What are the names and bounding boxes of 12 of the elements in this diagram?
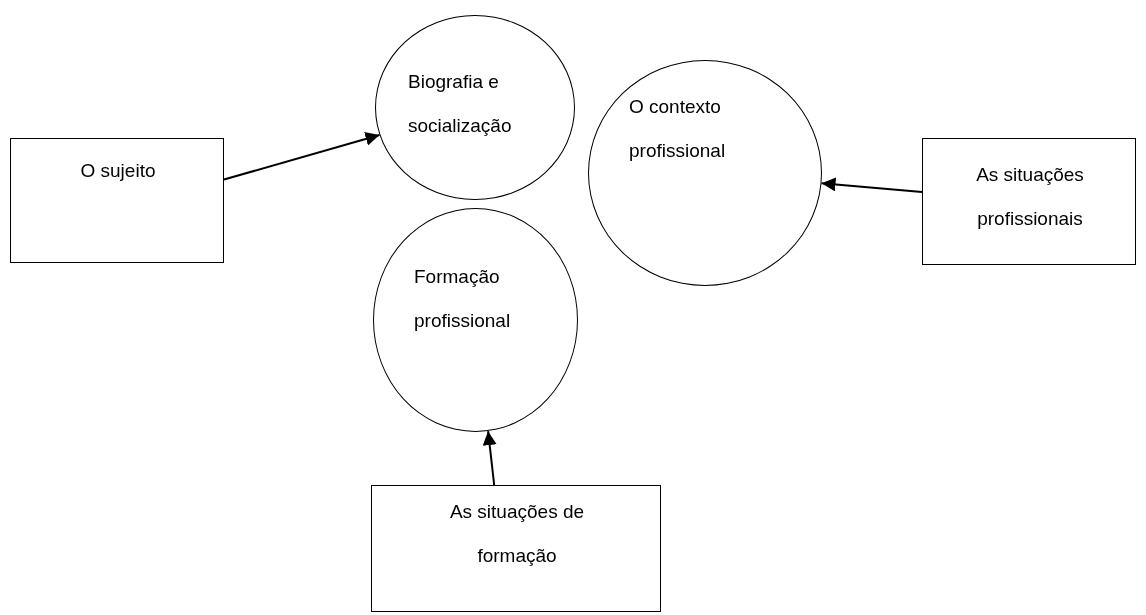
node-label: O contexto profissional: [629, 95, 727, 163]
arrow: [482, 430, 497, 486]
process-box: [10, 138, 224, 263]
node-label: Biografia e socialização: [408, 70, 513, 138]
node-label: As situações de formação: [448, 500, 586, 568]
node-label: O sujeito: [79, 159, 157, 183]
node-label: As situações profissionais: [975, 163, 1085, 231]
process-box: [922, 138, 1136, 265]
process-box: [371, 485, 661, 612]
node-label: Formação profissional: [414, 265, 512, 333]
arrow: [820, 177, 923, 193]
arrow: [223, 132, 381, 181]
